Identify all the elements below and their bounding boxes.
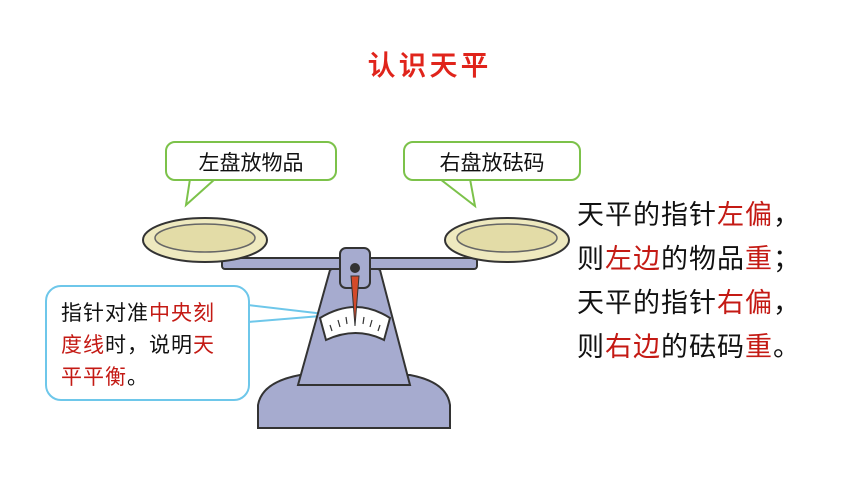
scale-pointer	[350, 275, 360, 327]
scale-base	[257, 374, 451, 429]
page-title: 认识天平	[368, 51, 492, 82]
pointer-callout: 指针对准中央刻度线时，说明天平平衡。	[45, 285, 250, 401]
right-pan-bubble: 右盘放砝码	[403, 141, 581, 181]
right-bubble-tail	[437, 178, 477, 209]
rules-text: 天平的指针左偏， 则左边的物品重； 天平的指针右偏， 则右边的砝码重。	[577, 194, 857, 370]
callout-highlight-center-mark: 中央刻度线	[61, 301, 215, 357]
callout-text: 。	[127, 365, 149, 389]
callout-text: 指针对准	[61, 301, 149, 325]
callout-text: 时，说明	[105, 333, 193, 357]
rule-line-1: 天平的指针左偏，	[577, 200, 801, 231]
rule-line-3: 天平的指针右偏，	[577, 288, 801, 319]
rule-line-4: 则右边的砝码重。	[577, 332, 801, 363]
rule-line-2: 则左边的物品重；	[577, 244, 801, 275]
left-pan-bubble: 左盘放物品	[165, 141, 337, 181]
callout-highlight-balanced: 天平平衡	[61, 333, 215, 389]
